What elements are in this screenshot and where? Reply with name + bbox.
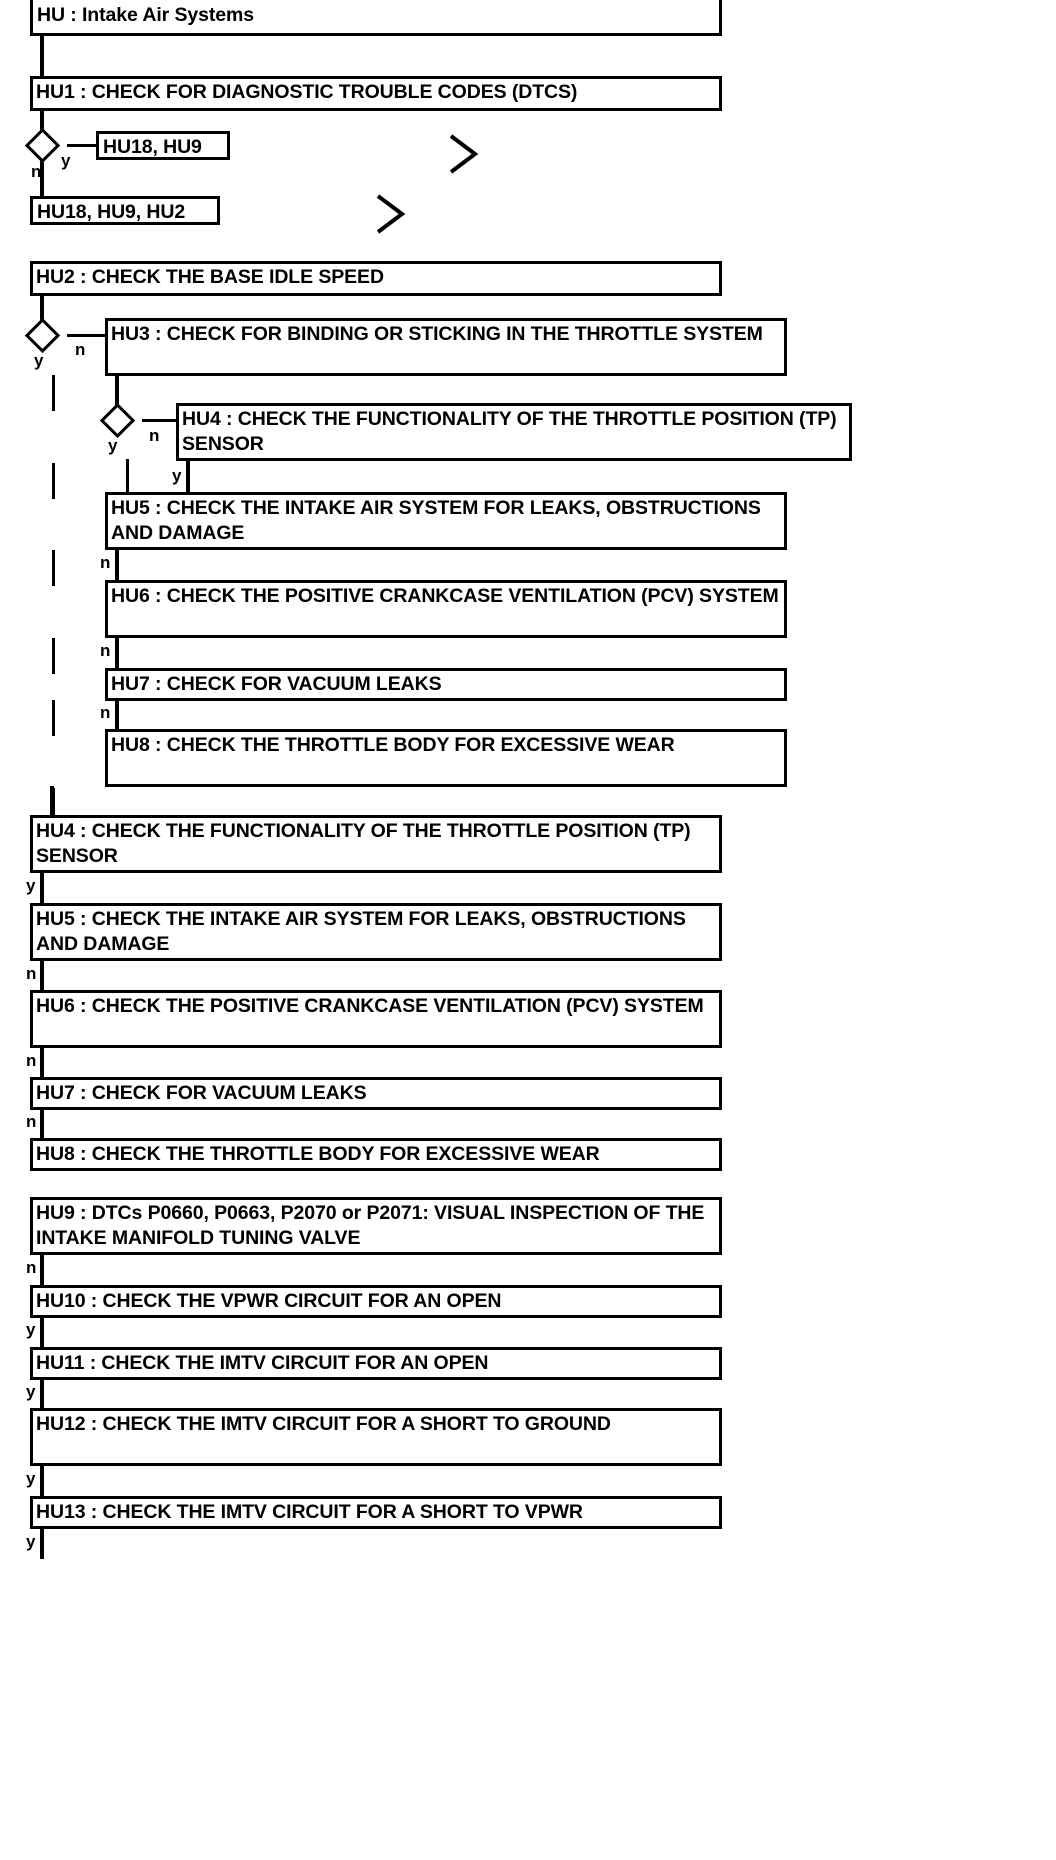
- edge-label-hu11-yes: y: [26, 1382, 36, 1401]
- node-hu8-branch[interactable]: HU8 : CHECK THE THROTTLE BODY FOR EXCESS…: [105, 729, 787, 787]
- edge-label-hu3-yes: y: [108, 436, 118, 455]
- node-label: HU18, HU9: [103, 136, 202, 158]
- connector-hu5a-no: [115, 550, 119, 580]
- connector-hu9-no: [40, 1255, 44, 1285]
- node-hu5-branch[interactable]: HU5 : CHECK THE INTAKE AIR SYSTEM FOR LE…: [105, 492, 787, 550]
- node-hu3[interactable]: HU3 : CHECK FOR BINDING OR STICKING IN T…: [105, 318, 787, 376]
- decision-diamond-hu2[interactable]: [24, 317, 61, 354]
- node-hu7-main[interactable]: HU7 : CHECK FOR VACUUM LEAKS: [30, 1077, 722, 1110]
- node-hu13[interactable]: HU13 : CHECK THE IMTV CIRCUIT FOR A SHOR…: [30, 1496, 722, 1529]
- edge-label-hu6a-no: n: [100, 641, 111, 660]
- node-hu12[interactable]: HU12 : CHECK THE IMTV CIRCUIT FOR A SHOR…: [30, 1408, 722, 1466]
- node-label: HU : Intake Air Systems: [37, 3, 254, 26]
- edge-label-hu7b-no: n: [26, 1112, 37, 1131]
- rail-main-left-seg1: [52, 375, 55, 411]
- node-label: HU7 : CHECK FOR VACUUM LEAKS: [36, 1082, 367, 1104]
- node-label: HU2 : CHECK THE BASE IDLE SPEED: [36, 266, 384, 288]
- node-ref-hu18-hu9-hu2[interactable]: HU18, HU9, HU2: [30, 196, 220, 225]
- rail-main-left-seg5: [52, 700, 55, 736]
- node-label: HU6 : CHECK THE POSITIVE CRANKCASE VENTI…: [111, 585, 779, 607]
- node-label: HU11 : CHECK THE IMTV CIRCUIT FOR AN OPE…: [36, 1352, 489, 1374]
- connector-hu3-to-decision3: [115, 376, 119, 409]
- node-hu9[interactable]: HU9 : DTCs P0660, P0663, P2070 or P2071:…: [30, 1197, 722, 1255]
- connector-hu2-to-decision2: [40, 296, 44, 324]
- connector-hu12-yes: [40, 1466, 44, 1496]
- node-label: HU12 : CHECK THE IMTV CIRCUIT FOR A SHOR…: [36, 1413, 611, 1435]
- node-hu10[interactable]: HU10 : CHECK THE VPWR CIRCUIT FOR AN OPE…: [30, 1285, 722, 1318]
- connector-hu7b-no: [40, 1110, 44, 1138]
- edge-label-hu4b-yes: y: [26, 876, 36, 895]
- edge-label-hu13-yes: y: [26, 1532, 36, 1551]
- node-label: HU10 : CHECK THE VPWR CIRCUIT FOR AN OPE…: [36, 1290, 502, 1312]
- node-hu-title[interactable]: HU : Intake Air Systems: [30, 0, 722, 36]
- connector-hu10-yes: [40, 1318, 44, 1347]
- node-label: HU4 : CHECK THE FUNCTIONALITY OF THE THR…: [36, 820, 691, 867]
- edge-label-hu7a-no: n: [100, 703, 111, 722]
- node-label: HU5 : CHECK THE INTAKE AIR SYSTEM FOR LE…: [111, 497, 761, 544]
- node-label: HU4 : CHECK THE FUNCTIONALITY OF THE THR…: [182, 408, 837, 455]
- connector-title-to-hu1: [40, 36, 44, 76]
- node-label: HU7 : CHECK FOR VACUUM LEAKS: [111, 673, 442, 695]
- edge-label-hu9-no: n: [26, 1258, 37, 1277]
- connector-decision2-no: [67, 334, 105, 337]
- node-label: HU5 : CHECK THE INTAKE AIR SYSTEM FOR LE…: [36, 908, 686, 955]
- chevron-right-icon-2: [374, 192, 408, 236]
- node-label: HU8 : CHECK THE THROTTLE BODY FOR EXCESS…: [36, 1143, 600, 1165]
- node-hu4-main[interactable]: HU4 : CHECK THE FUNCTIONALITY OF THE THR…: [30, 815, 722, 873]
- connector-hu6b-no: [40, 1048, 44, 1077]
- edge-label-hu5b-no: n: [26, 964, 37, 983]
- node-label: HU3 : CHECK FOR BINDING OR STICKING IN T…: [111, 323, 763, 345]
- connector-decision1-yes: [67, 144, 96, 147]
- node-ref-hu18-hu9[interactable]: HU18, HU9: [96, 131, 230, 160]
- connector-hu6a-no: [115, 638, 119, 668]
- node-label: HU13 : CHECK THE IMTV CIRCUIT FOR A SHOR…: [36, 1501, 583, 1523]
- node-label: HU6 : CHECK THE POSITIVE CRANKCASE VENTI…: [36, 995, 704, 1017]
- rail-main-left-seg4: [52, 638, 55, 674]
- node-hu11[interactable]: HU11 : CHECK THE IMTV CIRCUIT FOR AN OPE…: [30, 1347, 722, 1380]
- decision-diamond-hu1[interactable]: [24, 127, 61, 164]
- node-label: HU18, HU9, HU2: [37, 201, 186, 223]
- node-label: HU8 : CHECK THE THROTTLE BODY FOR EXCESS…: [111, 734, 675, 756]
- rail-main-left-seg2: [52, 463, 55, 499]
- edge-label-hu2-yes: y: [34, 351, 44, 370]
- chevron-right-icon-1: [447, 132, 481, 176]
- edge-label-hu3-no: n: [149, 426, 160, 445]
- connector-hu4a-yes: [186, 461, 190, 495]
- node-hu1[interactable]: HU1 : CHECK FOR DIAGNOSTIC TROUBLE CODES…: [30, 76, 722, 111]
- edge-label-hu2-no: n: [75, 340, 86, 359]
- node-label: HU9 : DTCs P0660, P0663, P2070 or P2071:…: [36, 1202, 705, 1249]
- connector-hu5b-no: [40, 961, 44, 990]
- connector-decision3-no: [142, 419, 176, 422]
- connector-hu4b-yes: [40, 873, 44, 903]
- connector-hu13-yes: [40, 1529, 44, 1559]
- rail-main-left-seg3: [52, 550, 55, 586]
- node-hu8-main[interactable]: HU8 : CHECK THE THROTTLE BODY FOR EXCESS…: [30, 1138, 722, 1171]
- node-hu4-branch[interactable]: HU4 : CHECK THE FUNCTIONALITY OF THE THR…: [176, 403, 852, 461]
- connector-decision1-no: [40, 158, 44, 196]
- rail-main-left-to-hu4b: [50, 786, 54, 816]
- edge-label-hu1-no: n: [31, 162, 42, 181]
- edge-label-hu1-yes: y: [61, 151, 71, 170]
- node-hu6-branch[interactable]: HU6 : CHECK THE POSITIVE CRANKCASE VENTI…: [105, 580, 787, 638]
- node-hu7-branch[interactable]: HU7 : CHECK FOR VACUUM LEAKS: [105, 668, 787, 701]
- decision-diamond-hu3[interactable]: [99, 402, 136, 439]
- edge-label-hu5a-no: n: [100, 553, 111, 572]
- node-hu6-main[interactable]: HU6 : CHECK THE POSITIVE CRANKCASE VENTI…: [30, 990, 722, 1048]
- node-hu5-main[interactable]: HU5 : CHECK THE INTAKE AIR SYSTEM FOR LE…: [30, 903, 722, 961]
- connector-hu7a-no: [115, 701, 119, 729]
- rail-sub-left-seg1: [126, 459, 129, 495]
- node-label: HU1 : CHECK FOR DIAGNOSTIC TROUBLE CODES…: [36, 81, 578, 103]
- node-hu2[interactable]: HU2 : CHECK THE BASE IDLE SPEED: [30, 261, 722, 296]
- edge-label-hu6b-no: n: [26, 1051, 37, 1070]
- edge-label-hu4a-yes: y: [172, 466, 182, 485]
- connector-hu11-yes: [40, 1380, 44, 1408]
- edge-label-hu10-yes: y: [26, 1320, 36, 1339]
- edge-label-hu12-yes: y: [26, 1469, 36, 1488]
- connector-hu1-to-decision1: [40, 111, 44, 136]
